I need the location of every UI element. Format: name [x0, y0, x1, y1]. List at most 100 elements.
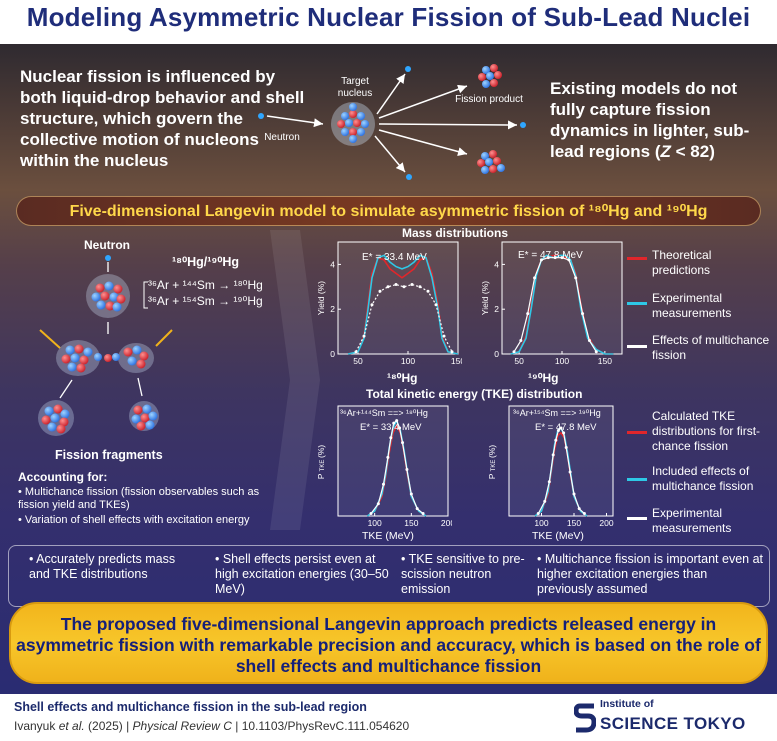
model-banner-text: Five-dimensional Langevin model to simul…: [69, 203, 708, 220]
compound-nucleus-icon: [86, 274, 130, 318]
data-point: [553, 256, 557, 260]
tke-y-axis-label: P TKE (%): [487, 445, 497, 480]
data-point: [415, 507, 419, 511]
data-point: [389, 436, 393, 440]
legend-mass-text-3: Effects of multichance fission: [652, 333, 770, 362]
intro-right-text-b: < 82): [670, 142, 715, 161]
reaction-1: ³⁶Ar + ¹⁴⁴Sm → ¹⁸⁰Hg: [148, 278, 263, 292]
plot-frame: [508, 405, 614, 517]
data-point: [587, 339, 591, 343]
neutron-icon: [258, 113, 264, 119]
citation-doi[interactable]: | 10.1103/PhysRevC.111.054620: [231, 719, 410, 733]
data-point: [533, 276, 537, 280]
legend-tke-text-1: Calculated TKE distributions for first-c…: [652, 409, 761, 453]
paper-title: Shell effects and multichance fission in…: [14, 700, 367, 714]
tke-chart1-xlabel: TKE (MeV): [362, 530, 414, 542]
accounting-item-2: • Variation of shell effects with excita…: [18, 514, 250, 526]
tke-chart2-xlabel: TKE (MeV): [532, 530, 584, 542]
y-axis-label: Yield (%): [316, 281, 326, 315]
citation: Ivanyuk et al. (2025) | Physical Review …: [14, 719, 409, 733]
footer: Shell effects and multichance fission in…: [0, 694, 777, 741]
x-tick-label: 100: [401, 356, 415, 366]
finding-3: • TKE sensitive to pre-scission neutron …: [401, 552, 525, 596]
legend-mass-swatch-2: [627, 302, 647, 305]
intro-right-text-a: Existing models do not fully capture fis…: [550, 79, 750, 161]
tke-chart1-energy: E* = 33.4 MeV: [360, 422, 422, 433]
plot-frame: [501, 241, 623, 355]
target-nucleus-label-1: Target: [341, 76, 369, 87]
mass-chart2-label: ¹⁹⁰Hg: [528, 371, 559, 385]
accounting-title: Accounting for:: [18, 470, 108, 484]
mass-chart1-energy: E* = 33.4 MeV: [362, 252, 427, 263]
fission-product-icon-2: [477, 150, 505, 174]
conclusion-box: The proposed five-dimensional Langevin a…: [9, 602, 768, 684]
legend-mass-text-2: Experimental measurements: [652, 291, 732, 320]
accounting-item-2-text: Variation of shell effects with excitati…: [24, 514, 250, 526]
fission-fragment-icon: [38, 400, 74, 436]
legend-tke-text-2: Included effects of multichance fission: [652, 464, 754, 493]
legend-tke-text-3: Experimental measurements: [652, 506, 732, 535]
title-bar: Modeling Asymmetric Nuclear Fission of S…: [0, 0, 777, 44]
data-point: [386, 455, 390, 459]
legend-mass-swatch-1: [627, 257, 647, 260]
data-point: [410, 283, 414, 287]
data-point: [567, 258, 571, 262]
citation-authors: Ivanyuk: [14, 719, 59, 733]
findings-box: • Accurately predicts mass and TKE distr…: [8, 545, 770, 607]
plot-frame: [337, 241, 459, 355]
data-point: [386, 285, 390, 289]
data-point: [519, 339, 523, 343]
data-point: [512, 350, 516, 354]
data-point: [426, 289, 430, 293]
data-point: [554, 438, 558, 442]
data-point: [560, 256, 564, 260]
data-point: [551, 453, 555, 457]
data-point: [562, 431, 566, 435]
tke-chart2-energy: E* = 47.8 MeV: [535, 422, 597, 433]
data-point: [392, 421, 396, 425]
data-point: [354, 350, 358, 354]
legend-tke-swatch-2: [627, 478, 647, 481]
citation-etal: et al.: [58, 719, 85, 733]
legend-mass-swatch-3: [627, 345, 647, 348]
conclusion-text: The proposed five-dimensional Langevin a…: [16, 614, 761, 676]
citation-journal[interactable]: Physical Review C: [132, 719, 232, 733]
data-point: [442, 334, 446, 338]
finding-2: • Shell effects persist even at high exc…: [215, 552, 389, 596]
x-tick-label: 50: [514, 356, 524, 366]
data-point: [418, 285, 422, 289]
data-point: [546, 256, 550, 260]
y-tick-label: 2: [330, 304, 335, 314]
tke-section-title: Total kinetic energy (TKE) distribution: [366, 387, 583, 401]
data-point: [539, 258, 543, 262]
data-point: [564, 446, 568, 450]
tke-chart2-reaction: ³⁶Ar+¹⁵⁴Sm ==> ¹⁹⁰Hg: [513, 408, 601, 418]
data-point: [378, 289, 382, 293]
data-point: [401, 441, 405, 445]
data-point: [594, 350, 598, 354]
deformed-nucleus-icon: [56, 340, 154, 376]
fission-diagram: [258, 64, 526, 180]
data-point: [581, 312, 585, 316]
data-point: [450, 350, 454, 354]
flow-chevron: [270, 230, 320, 530]
legend-mass-text-1: Theoretical predictions: [652, 248, 712, 277]
x-tick-label: 150: [451, 356, 462, 366]
y-tick-label: 4: [494, 259, 499, 269]
data-point: [559, 426, 563, 430]
target-nucleus-icon: [331, 102, 375, 146]
x-tick-label: 100: [534, 518, 548, 528]
data-point: [543, 499, 547, 503]
fission-process-diagram: [38, 255, 173, 436]
tke-y-axis-label: P TKE (%): [316, 445, 326, 480]
intro-right-text-z: Z: [660, 142, 671, 161]
y-tick-label: 4: [330, 259, 335, 269]
legend-tke-swatch-1: [627, 431, 647, 434]
data-point: [547, 480, 551, 484]
x-tick-label: 200: [441, 518, 452, 528]
fission-product-icon: [478, 64, 502, 88]
